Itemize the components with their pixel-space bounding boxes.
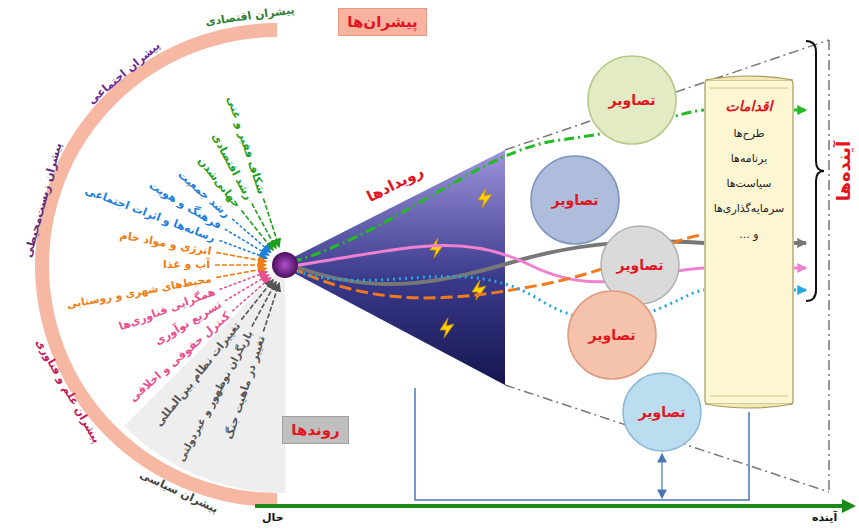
driver-arrow — [215, 264, 266, 266]
driver-arrow — [216, 268, 266, 277]
node-title: روندها — [291, 421, 339, 439]
image-circle: تصاویر — [622, 372, 702, 452]
driver-arc — [42, 30, 277, 500]
node-title: آینده‌ها — [833, 141, 855, 202]
node-title: اقدامات — [726, 98, 773, 115]
node-title: تصاویر — [552, 192, 599, 209]
axis-label: آینده — [812, 511, 837, 524]
future-arrow — [794, 109, 806, 112]
node-item: برنامه‌ها — [731, 152, 768, 165]
image-circle: تصاویر — [587, 55, 677, 145]
node-title: تصاویر — [639, 404, 686, 421]
futures-bracket: آینده‌ها — [806, 40, 857, 302]
image-circle: تصاویر — [567, 290, 657, 380]
driver-arrow — [232, 219, 270, 253]
future-arrow — [794, 267, 806, 270]
present-point — [272, 252, 298, 278]
trends-box: روندها — [282, 416, 349, 444]
driver-arrow — [216, 253, 266, 262]
trend-item: آب و غذا — [163, 258, 210, 271]
driver-category: پیشران علم و فناوری — [32, 336, 102, 445]
node-item: سیاست‌ها — [726, 177, 771, 190]
image-circle: تصاویر — [530, 155, 620, 245]
node-item: سرمایه‌گذاری‌ها — [714, 202, 785, 215]
event-bolts — [430, 188, 492, 338]
node-title: تصاویر — [589, 327, 636, 344]
feedback-double-arrow — [658, 454, 666, 498]
future-arrow — [794, 289, 806, 292]
drivers-box: پیشران‌ها — [338, 8, 427, 36]
future-cone-outline — [505, 40, 829, 492]
event-cone — [292, 150, 505, 385]
driver-arrow — [225, 229, 269, 255]
node-item: طرح‌ها — [733, 127, 764, 140]
node-title: تصاویر — [609, 92, 656, 109]
node-outline — [704, 72, 794, 412]
driver-arrow — [263, 283, 279, 332]
axis-label: حال — [262, 511, 284, 524]
future-arrow — [794, 241, 806, 245]
actions-scroll: اقدامات طرح‌ها برنامه‌ها سیاست‌ها سرمایه‌گذا… — [704, 72, 794, 412]
driver-arrow — [219, 240, 267, 258]
driver-arrow — [225, 275, 269, 301]
driver-arrow — [252, 203, 276, 248]
node-item: و ... — [739, 228, 758, 241]
time-axis — [255, 499, 856, 513]
node-title: تصاویر — [617, 257, 664, 274]
node-title: پیشران‌ها — [347, 13, 417, 31]
